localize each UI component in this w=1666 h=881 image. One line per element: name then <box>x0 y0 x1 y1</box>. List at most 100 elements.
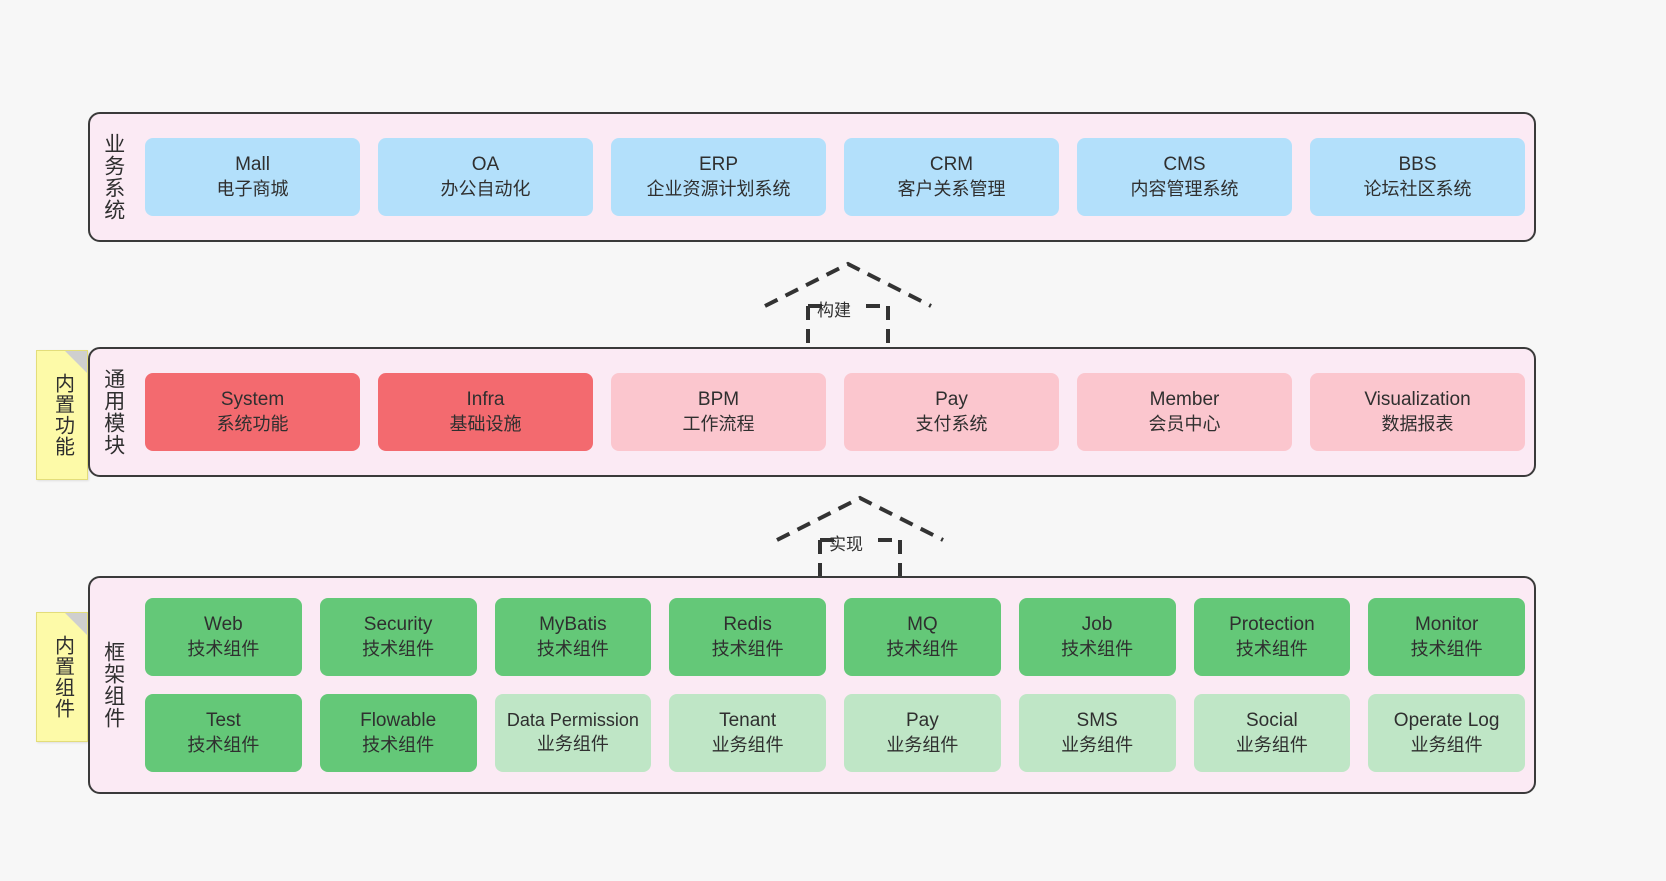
node-subtitle: 技术组件 <box>536 638 609 659</box>
node-subtitle: 内容管理系统 <box>1130 178 1239 199</box>
node-mall[interactable]: Mall 电子商城 <box>145 138 360 216</box>
node-mq[interactable]: MQ 技术组件 <box>844 598 1001 676</box>
node-title: CMS <box>1163 153 1206 175</box>
node-cms[interactable]: CMS 内容管理系统 <box>1077 138 1292 216</box>
node-title: ERP <box>698 153 739 175</box>
node-subtitle: 数据报表 <box>1381 413 1454 434</box>
node-mybatis[interactable]: MyBatis 技术组件 <box>494 598 652 676</box>
node-infra[interactable]: Infra 基础设施 <box>378 373 593 451</box>
node-subtitle: 业务组件 <box>711 734 784 755</box>
layer-common-modules: 通用模块 System 系统功能 Infra 基础设施 BPM 工作流程 Pay… <box>88 347 1536 477</box>
node-subtitle: 客户关系管理 <box>897 178 1006 199</box>
node-subtitle: 支付系统 <box>915 413 988 434</box>
connector-label-build: 构建 <box>817 301 851 320</box>
node-redis[interactable]: Redis 技术组件 <box>669 598 826 676</box>
node-title: Security <box>363 613 433 635</box>
node-security[interactable]: Security 技术组件 <box>319 598 477 676</box>
node-subtitle: 技术组件 <box>711 638 784 659</box>
node-subtitle: 技术组件 <box>1235 638 1308 659</box>
node-title: MyBatis <box>539 613 607 635</box>
node-title: Pay <box>935 388 968 410</box>
node-data-permission[interactable]: Data Permission 业务组件 <box>494 694 652 772</box>
sticky-note-label: 内置组件 <box>51 635 74 719</box>
layer-label-common-modules: 通用模块 <box>101 368 125 456</box>
node-title: MQ <box>907 613 938 635</box>
node-visualization[interactable]: Visualization 数据报表 <box>1310 373 1525 451</box>
node-operate-log[interactable]: Operate Log 业务组件 <box>1368 694 1525 772</box>
node-title: Operate Log <box>1393 709 1500 731</box>
node-subtitle: 业务组件 <box>1235 734 1308 755</box>
node-web[interactable]: Web 技术组件 <box>145 598 302 676</box>
node-flowable[interactable]: Flowable 技术组件 <box>319 694 477 772</box>
node-subtitle: 会员中心 <box>1148 413 1221 434</box>
node-title: CRM <box>929 153 974 175</box>
layer-label-framework-components: 框架组件 <box>101 641 125 729</box>
node-title: Pay <box>906 709 939 731</box>
node-system[interactable]: System 系统功能 <box>145 373 360 451</box>
node-subtitle: 企业资源计划系统 <box>646 178 791 199</box>
node-subtitle: 技术组件 <box>886 638 959 659</box>
node-subtitle: 技术组件 <box>187 734 260 755</box>
node-subtitle: 系统功能 <box>216 413 289 434</box>
node-title: Flowable <box>360 709 437 731</box>
node-title: BBS <box>1398 153 1437 175</box>
node-member[interactable]: Member 会员中心 <box>1077 373 1292 451</box>
dashed-hollow-arrow-up-icon <box>764 261 932 344</box>
node-title: Infra <box>466 388 505 410</box>
layer-business-systems: 业务系统 Mall 电子商城 OA 办公自动化 ERP 企业资源计划系统 CRM… <box>88 112 1536 242</box>
node-erp[interactable]: ERP 企业资源计划系统 <box>611 138 826 216</box>
node-title: Redis <box>723 613 772 635</box>
node-subtitle: 基础设施 <box>449 413 522 434</box>
node-title: Monitor <box>1414 613 1479 635</box>
node-tenant[interactable]: Tenant 业务组件 <box>669 694 826 772</box>
node-protection[interactable]: Protection 技术组件 <box>1193 598 1351 676</box>
node-pay-module[interactable]: Pay 支付系统 <box>844 373 1059 451</box>
layer-label-business-systems: 业务系统 <box>101 133 125 221</box>
node-subtitle: 业务组件 <box>536 734 609 754</box>
connector-label-implement: 实现 <box>829 535 863 554</box>
node-pay-component[interactable]: Pay 业务组件 <box>844 694 1001 772</box>
node-subtitle: 业务组件 <box>1061 734 1134 755</box>
node-oa[interactable]: OA 办公自动化 <box>378 138 593 216</box>
node-title: Social <box>1246 709 1298 731</box>
sticky-note-builtin-features: 内置功能 <box>36 350 88 480</box>
node-crm[interactable]: CRM 客户关系管理 <box>844 138 1059 216</box>
node-title: Test <box>205 709 241 731</box>
node-monitor[interactable]: Monitor 技术组件 <box>1368 598 1525 676</box>
node-title: SMS <box>1076 709 1118 731</box>
node-title: Member <box>1149 388 1220 410</box>
node-social[interactable]: Social 业务组件 <box>1193 694 1351 772</box>
sticky-note-builtin-components: 内置组件 <box>36 612 88 742</box>
connector-build: 构建 <box>760 258 940 344</box>
layer-items-business-systems: Mall 电子商城 OA 办公自动化 ERP 企业资源计划系统 CRM 客户关系… <box>136 114 1534 240</box>
node-subtitle: 电子商城 <box>216 178 289 199</box>
node-subtitle: 办公自动化 <box>440 178 531 199</box>
node-subtitle: 技术组件 <box>362 734 435 755</box>
node-sms[interactable]: SMS 业务组件 <box>1018 694 1176 772</box>
node-title: Tenant <box>719 709 777 731</box>
node-title: Mall <box>235 153 270 175</box>
node-title: Job <box>1081 613 1113 635</box>
node-subtitle: 工作流程 <box>682 413 755 434</box>
node-subtitle: 技术组件 <box>1410 638 1483 659</box>
sticky-note-label: 内置功能 <box>51 373 74 457</box>
node-subtitle: 技术组件 <box>362 638 435 659</box>
node-subtitle: 技术组件 <box>187 638 260 659</box>
node-subtitle: 业务组件 <box>886 734 959 755</box>
node-title: Visualization <box>1364 388 1471 410</box>
dashed-hollow-arrow-up-icon <box>776 495 944 578</box>
node-title: BPM <box>697 388 740 410</box>
node-job[interactable]: Job 技术组件 <box>1018 598 1176 676</box>
framework-biz-row: Test 技术组件 Flowable 技术组件 Data Permission … <box>136 694 1534 772</box>
node-title: Web <box>204 613 243 635</box>
node-bbs[interactable]: BBS 论坛社区系统 <box>1310 138 1525 216</box>
node-subtitle: 业务组件 <box>1410 734 1483 755</box>
connector-implement: 实现 <box>772 492 952 578</box>
node-title: OA <box>471 153 500 175</box>
framework-tech-row: Web 技术组件 Security 技术组件 MyBatis 技术组件 Redi… <box>136 598 1534 676</box>
node-bpm[interactable]: BPM 工作流程 <box>611 373 826 451</box>
node-subtitle: 论坛社区系统 <box>1363 178 1472 199</box>
layer-items-framework-components: Web 技术组件 Security 技术组件 MyBatis 技术组件 Redi… <box>136 578 1534 792</box>
node-test[interactable]: Test 技术组件 <box>145 694 302 772</box>
